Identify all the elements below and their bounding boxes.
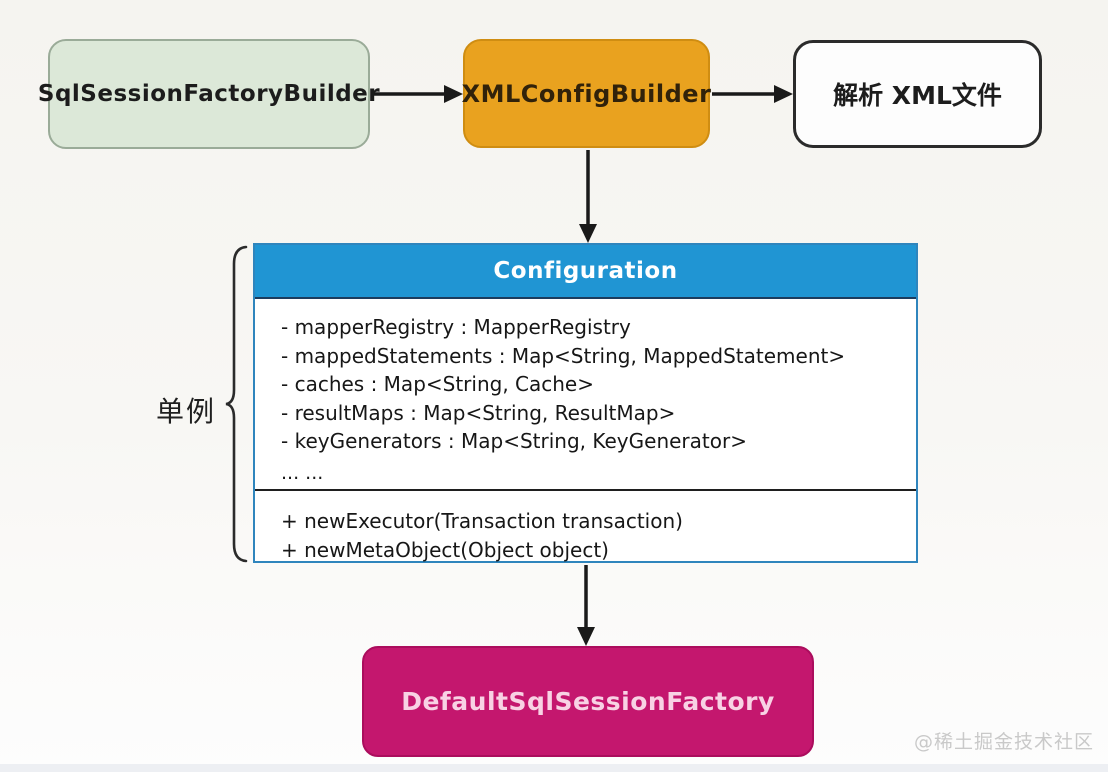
- bottom-edge-strip: [0, 764, 1108, 772]
- node-xml-config-builder[interactable]: XMLConfigBuilder: [461, 39, 712, 148]
- method-row: + newMetaObject(Object object): [281, 537, 609, 562]
- attribute-row: - mappedStatements : Map<String, MappedS…: [281, 343, 846, 368]
- node-sql-session-factory-builder[interactable]: SqlSessionFactoryBuilder: [38, 39, 380, 149]
- uml-class-attributes: - mapperRegistry : MapperRegistry - mapp…: [255, 299, 916, 489]
- node-label: XMLConfigBuilder: [461, 79, 712, 108]
- arrow-builder-to-configbuilder: [372, 85, 463, 103]
- node-default-sql-session-factory[interactable]: DefaultSqlSessionFactory: [362, 646, 814, 757]
- attribute-row: - keyGenerators : Map<String, KeyGenerat…: [281, 429, 747, 453]
- arrow-configuration-to-factory: [577, 565, 595, 646]
- uml-class-title: Configuration: [255, 245, 916, 299]
- uml-class-methods: + newExecutor(Transaction transaction) +…: [255, 491, 916, 571]
- singleton-label: 单例: [156, 395, 217, 428]
- arrow-configbuilder-to-parsexml: [712, 85, 793, 103]
- singleton-brace: [225, 245, 248, 563]
- uml-class-configuration[interactable]: Configuration - mapperRegistry : MapperR…: [253, 243, 918, 563]
- method-row: + newExecutor(Transaction transaction): [281, 509, 683, 533]
- attribute-row: - caches : Map<String, Cache>: [281, 372, 594, 396]
- watermark-text: @稀土掘金技术社区: [913, 731, 1094, 753]
- uml-section-divider: [255, 489, 916, 491]
- node-parse-xml-file[interactable]: 解析 XML文件: [793, 40, 1042, 148]
- attribute-row: - resultMaps : Map<String, ResultMap>: [281, 400, 676, 425]
- attribute-ellipsis: ... ...: [281, 461, 324, 484]
- node-label: 解析 XML文件: [833, 81, 1002, 110]
- attribute-row: - mapperRegistry : MapperRegistry: [281, 315, 631, 339]
- node-label: DefaultSqlSessionFactory: [401, 687, 775, 716]
- arrow-configbuilder-to-configuration: [579, 150, 597, 243]
- node-label: SqlSessionFactoryBuilder: [37, 81, 381, 107]
